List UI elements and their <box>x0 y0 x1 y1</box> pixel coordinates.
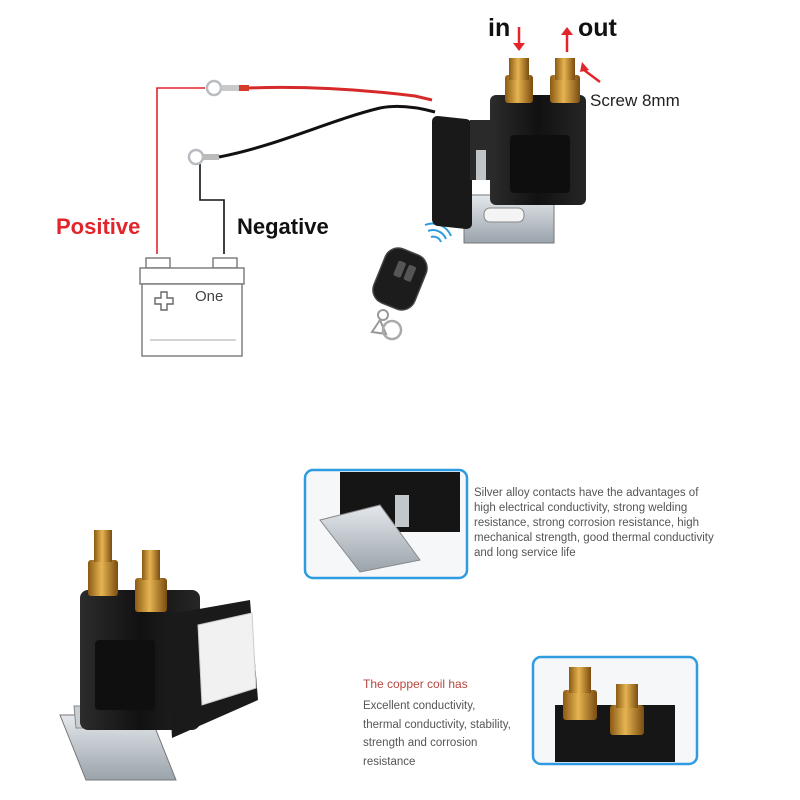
plus-icon <box>154 291 174 311</box>
contacts-description: Silver alloy contacts have the advantage… <box>474 487 714 559</box>
negative-label: Negative <box>237 214 329 239</box>
coil-detail-frame <box>531 655 699 766</box>
negative-wire <box>187 104 436 254</box>
remote-control-icon <box>370 222 452 341</box>
battery-icon <box>139 257 245 357</box>
coil-title: The copper coil has <box>363 677 468 691</box>
relay-top-image <box>432 27 601 244</box>
out-terminal-label: out <box>578 14 617 42</box>
screw-size-label: Screw 8mm <box>590 91 680 110</box>
contacts-detail-frame <box>303 468 469 580</box>
screw-arrow-icon <box>583 69 601 83</box>
in-terminal-label: in <box>488 14 511 42</box>
positive-wire <box>156 79 433 254</box>
positive-label: Positive <box>56 214 141 239</box>
battery-label: One <box>195 288 224 305</box>
relay-main-image <box>59 530 258 781</box>
coil-description: Excellent conductivity, thermal conducti… <box>363 700 511 768</box>
